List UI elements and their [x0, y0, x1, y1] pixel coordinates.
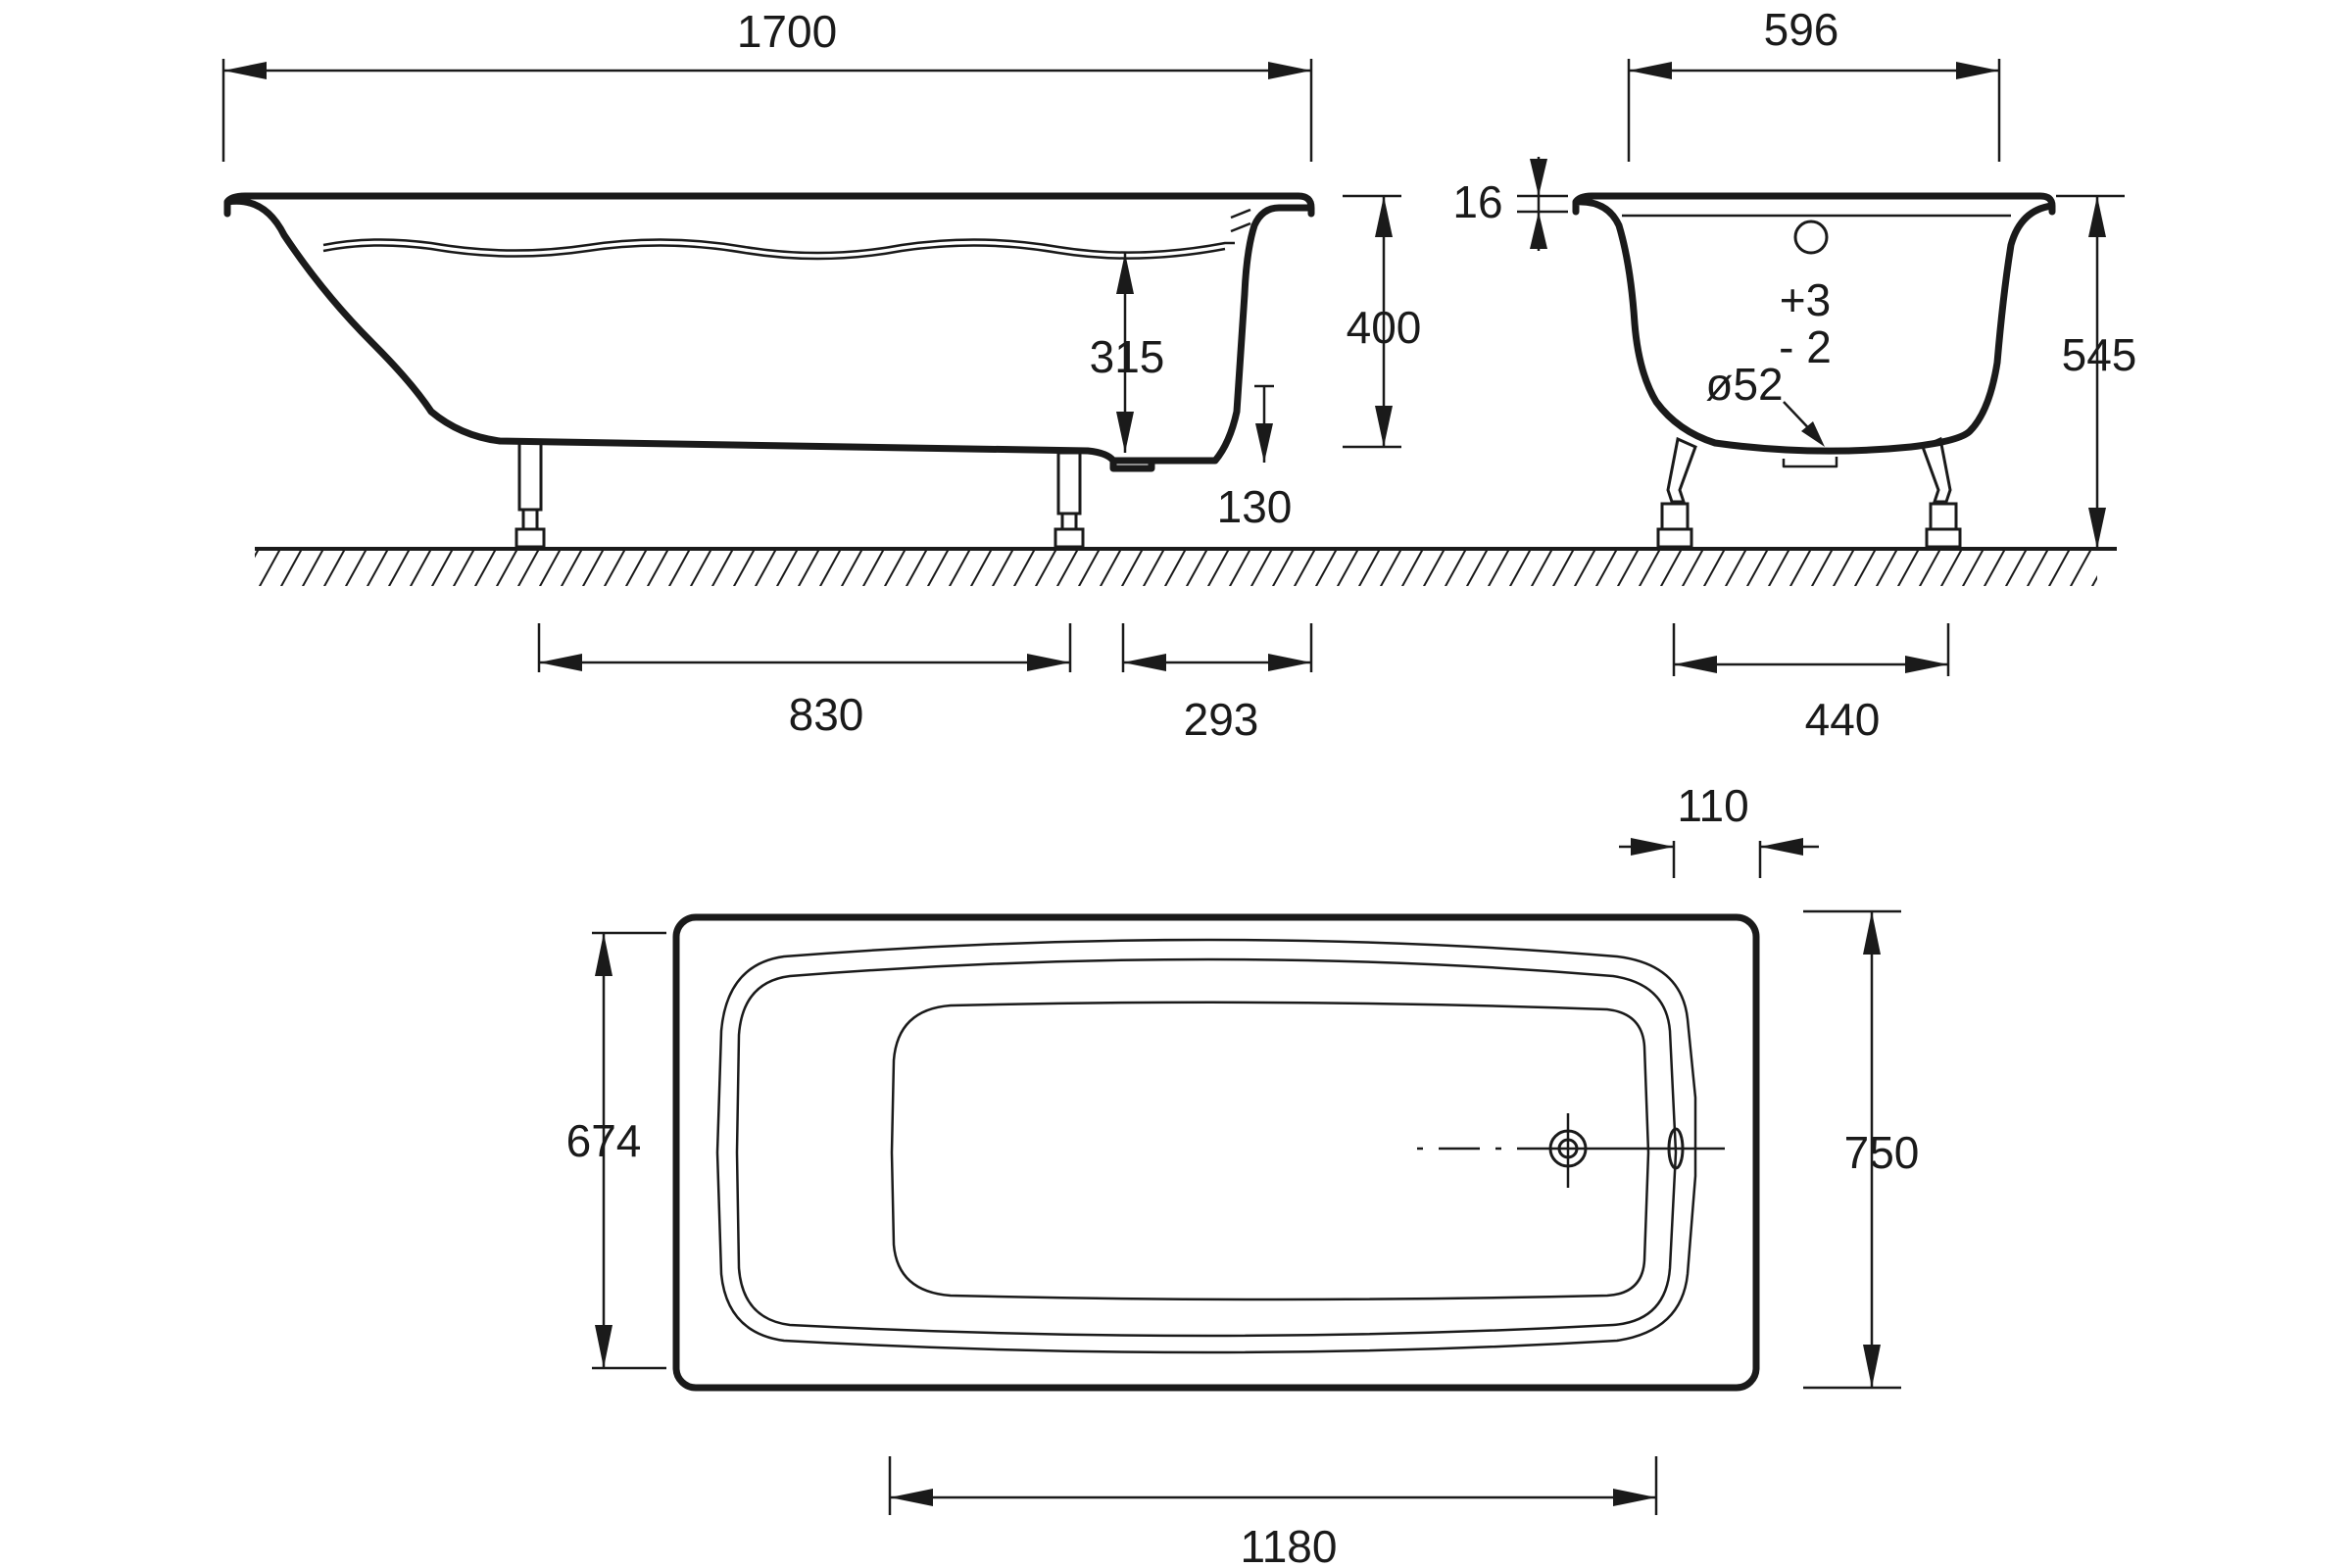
floor-line [255, 547, 2117, 586]
dim-drain-height-label: 130 [1217, 481, 1293, 532]
side-view-tub-outline [223, 192, 1315, 465]
plan-view: 110 750 674 1180 [566, 780, 1920, 1568]
side-view: 1700 315 400 130 [221, 6, 1422, 745]
dim-end-height-label: 545 [2062, 329, 2137, 380]
plan-view-basin-floor [890, 1001, 1650, 1301]
dim-end-offset-label: 293 [1184, 694, 1259, 745]
plan-view-drain [1548, 1113, 1588, 1188]
dim-leg-spacing-side: 830 [537, 623, 1072, 740]
dim-plan-inner-length-label: 1180 [1241, 1521, 1338, 1568]
drain-diameter-label: ø52 [1705, 359, 1783, 410]
tolerance-plus: +3 [1780, 274, 1831, 325]
dim-plan-width-label: 750 [1844, 1127, 1920, 1178]
dim-end-height: 545 [2056, 194, 2137, 549]
plan-view-basin-outer [715, 938, 1697, 1354]
dim-inner-height: 400 [1343, 194, 1422, 449]
dim-water-depth-label: 315 [1090, 331, 1165, 382]
dim-leg-spacing-side-label: 830 [789, 689, 864, 740]
dim-overall-length-label: 1700 [737, 6, 837, 57]
dim-drain-offset-label: 110 [1677, 780, 1748, 831]
plan-view-overflow [1667, 1127, 1685, 1170]
end-view: 596 16 545 +3 - 2 ø52 [1452, 4, 2136, 745]
dim-water-depth: 315 [1090, 253, 1165, 453]
dim-leg-spacing-end: 440 [1672, 623, 1950, 745]
end-view-tub-outline [1572, 192, 2056, 455]
dim-inner-height-label: 400 [1347, 302, 1422, 353]
dim-plan-inner-length: 1180 [888, 1456, 1658, 1568]
dim-plan-inner-width-label: 674 [566, 1115, 642, 1166]
end-view-leg-right [1921, 436, 1962, 549]
dim-plan-width: 750 [1803, 909, 1920, 1390]
dim-rim-thickness-label: 16 [1452, 176, 1502, 227]
side-view-leg-right [1054, 451, 1085, 549]
side-view-leg-left [514, 441, 546, 549]
dim-drain-offset: 110 [1619, 780, 1819, 878]
dim-drain-height: 130 [1217, 384, 1293, 532]
dim-rim-thickness: 16 [1452, 157, 1568, 251]
dim-overall-length: 1700 [221, 6, 1313, 162]
dim-end-width: 596 [1627, 4, 2001, 162]
dim-leg-spacing-end-label: 440 [1805, 694, 1881, 745]
dim-end-width-label: 596 [1764, 4, 1839, 55]
dim-plan-inner-width: 674 [566, 931, 666, 1370]
side-view-water-line [322, 238, 1235, 255]
overflow-hole [1793, 220, 1829, 255]
dim-end-offset: 293 [1121, 623, 1313, 745]
end-view-leg-left [1656, 436, 1697, 549]
plan-view-outer-rim [672, 913, 1760, 1392]
tolerance-minus: - 2 [1779, 321, 1832, 372]
